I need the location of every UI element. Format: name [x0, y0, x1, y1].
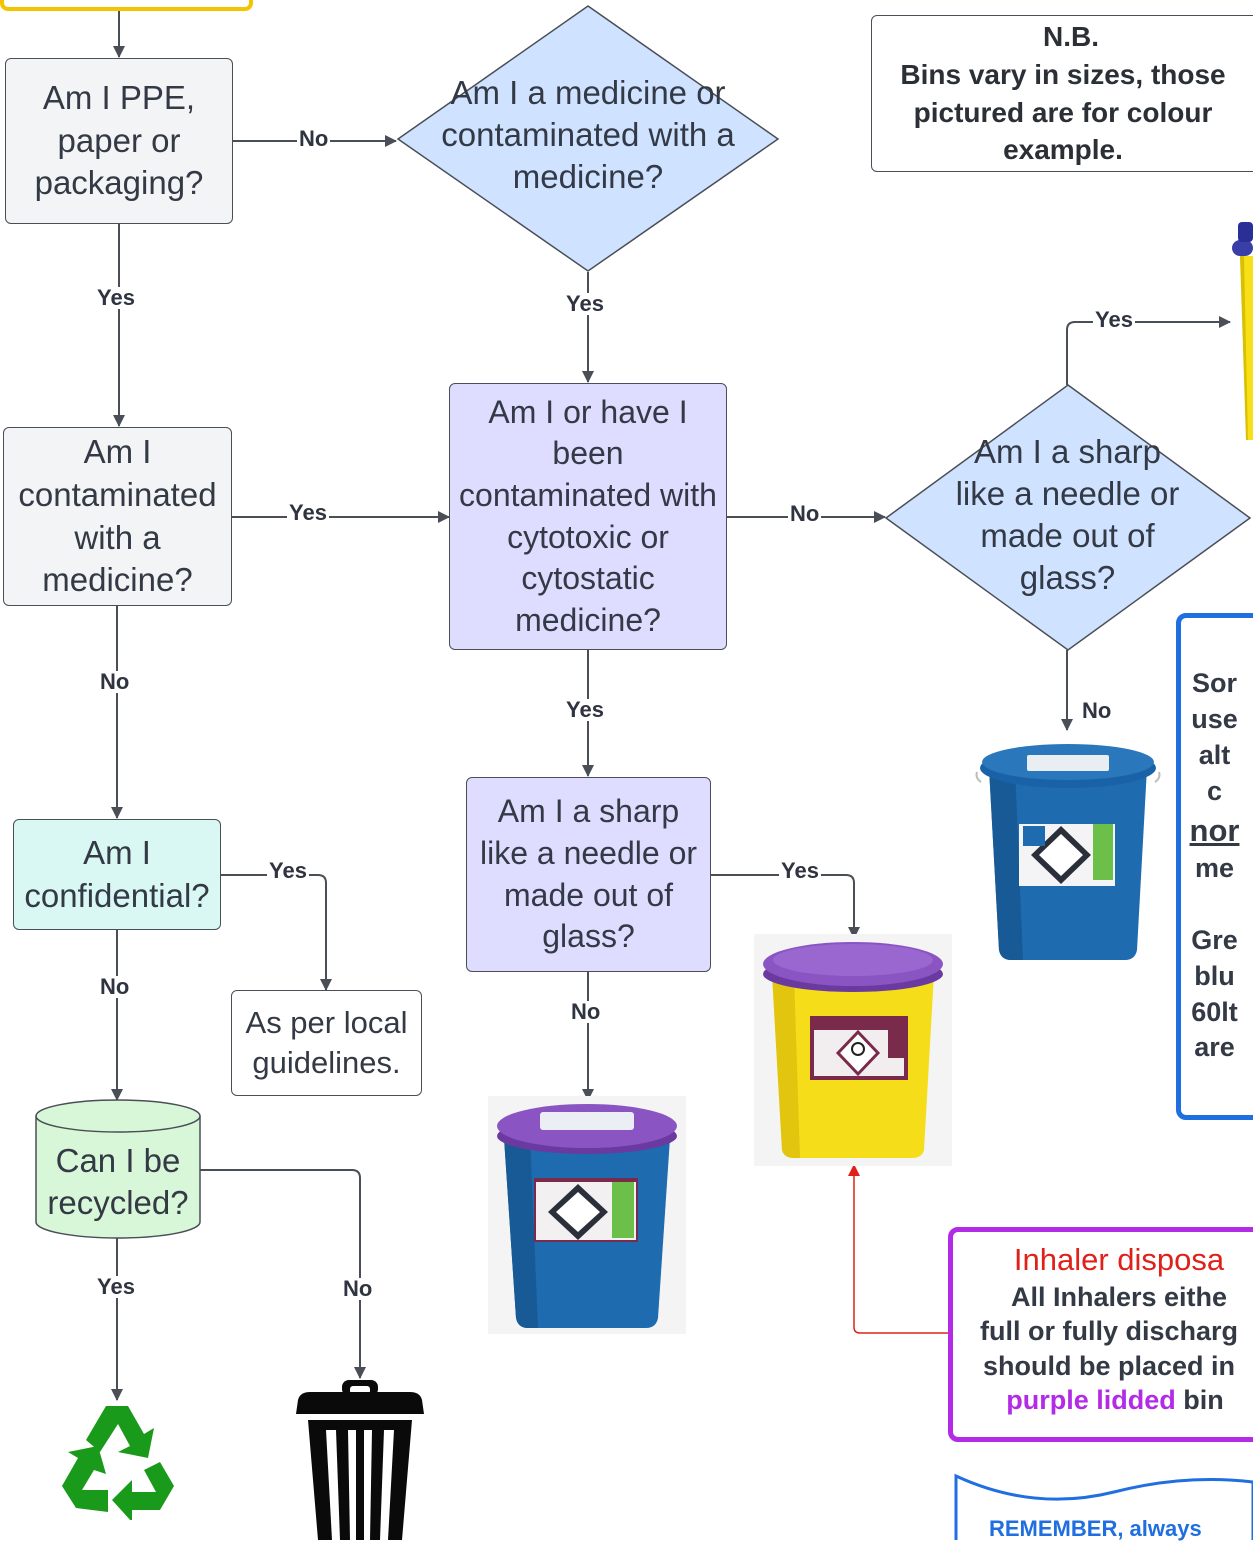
side-note-line-9: blu	[1194, 960, 1235, 991]
node-ppe: Am I PPE, paper or packaging?	[5, 58, 233, 224]
side-note-line-3: alt	[1198, 739, 1231, 770]
node-sharp-mid: Am I a sharp like a needle or made out o…	[466, 777, 711, 972]
recycle-icon	[62, 1406, 174, 1520]
diamond-medicine	[396, 5, 780, 272]
label-yes-contaminated: Yes	[287, 500, 329, 525]
node-ppe-text: Am I PPE, paper or packaging?	[34, 78, 204, 202]
node-confidential-text: Am I confidential?	[24, 833, 210, 914]
node-confidential: Am I confidential?	[13, 819, 221, 930]
inhaler-line-3: should be placed in	[982, 1350, 1236, 1381]
label-yes-confidential: Yes	[267, 858, 309, 883]
label-yes-sharp-right: Yes	[1093, 307, 1135, 332]
side-note-line-6: me	[1194, 852, 1235, 883]
label-no-recycle: No	[341, 1276, 375, 1301]
side-note-line-11: are	[1194, 1032, 1235, 1063]
side-note-line-5: nor	[1189, 812, 1240, 848]
node-medicine: Am I a medicine or contaminated with a m…	[440, 30, 736, 240]
inhaler-box: Inhaler disposa All Inhalers eithe full …	[948, 1227, 1253, 1442]
label-no-sharp-mid: No	[569, 999, 603, 1024]
inhaler-line-4: purple lidded bin	[957, 1383, 1253, 1418]
side-note-line-7	[1181, 887, 1248, 923]
node-cytotoxic: Am I or have I been contaminated with cy…	[449, 383, 727, 650]
note-box: N.B. Bins vary in sizes, those pictured …	[871, 15, 1253, 172]
node-local-guidelines-text: As per local guidelines.	[245, 1004, 408, 1080]
node-local-guidelines: As per local guidelines.	[231, 990, 422, 1096]
label-no-cytotoxic: No	[788, 501, 822, 526]
label-yes-sharp-mid: Yes	[779, 858, 821, 883]
node-recycle: Can I be recycled?	[36, 1132, 200, 1232]
diamond-sharp-right	[884, 384, 1252, 651]
side-note-box: Sor use alt c nor me Gre blu 60lt are	[1176, 613, 1253, 1120]
label-yes-ppe: Yes	[95, 285, 137, 310]
label-no-ppe: No	[297, 126, 331, 151]
inhaler-title: Inhaler disposa	[1013, 1242, 1225, 1277]
yellow-bin-partial-top	[1232, 222, 1253, 440]
side-note-line-2: use	[1191, 703, 1238, 734]
side-note-line-4: c	[1206, 775, 1223, 806]
label-yes-cytotoxic: Yes	[564, 697, 606, 722]
node-sharp-right: Am I a sharp like a needle or made out o…	[945, 395, 1190, 635]
trash-bin-icon	[296, 1380, 424, 1540]
side-note-line-10: 60lt	[1191, 996, 1238, 1027]
inhaler-tail-text: bin	[1175, 1385, 1224, 1416]
remember-shape	[954, 1473, 1253, 1540]
node-contaminated-text: Am I contaminated with a medicine?	[18, 432, 217, 599]
label-yes-recycle: Yes	[95, 1274, 137, 1299]
blue-bin-purple-lid	[488, 1096, 686, 1334]
node-recycle-text: Can I be recycled?	[47, 1141, 189, 1221]
inhaler-line-1: All Inhalers eithe	[1010, 1281, 1228, 1312]
side-note-line-1: Sor	[1191, 668, 1237, 698]
node-cytotoxic-text: Am I or have I been contaminated with cy…	[459, 393, 717, 638]
label-yes-medicine: Yes	[564, 291, 606, 316]
label-no-confidential: No	[98, 974, 132, 999]
yellow-bin-purple-lid	[754, 934, 952, 1166]
inhaler-purple-text: purple lidded	[1006, 1385, 1176, 1416]
remember-text: REMEMBER, always	[989, 1516, 1202, 1541]
side-note-line-8: Gre	[1191, 924, 1238, 955]
node-sharp-right-text: Am I a sharp like a needle or made out o…	[955, 432, 1180, 597]
note-title: N.B.	[1043, 21, 1099, 52]
note-body: Bins vary in sizes, those pictured are f…	[900, 58, 1226, 166]
cylinder-recycle	[35, 1099, 201, 1239]
node-contaminated: Am I contaminated with a medicine?	[3, 427, 232, 606]
label-no-contaminated: No	[98, 669, 132, 694]
label-no-sharp-right: No	[1080, 698, 1114, 723]
start-box-edge	[0, 0, 253, 11]
blue-bin-white-lid	[975, 744, 1161, 960]
inhaler-line-2: full or fully discharg	[979, 1316, 1239, 1347]
node-medicine-text: Am I a medicine or contaminated with a m…	[441, 73, 735, 196]
node-sharp-mid-text: Am I a sharp like a needle or made out o…	[479, 793, 698, 955]
